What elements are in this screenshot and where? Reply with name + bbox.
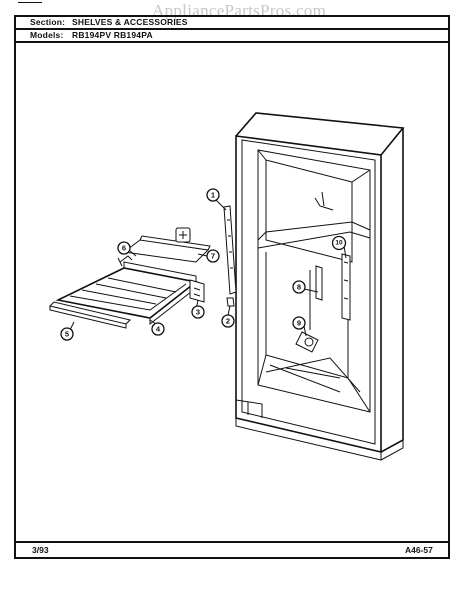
callout-3: 3 — [191, 305, 205, 319]
callout-10: 10 — [331, 235, 347, 251]
svg-text:10: 10 — [335, 240, 343, 247]
callout-5: 5 — [60, 327, 74, 341]
part-7-item — [175, 227, 191, 243]
footer-rule — [14, 541, 450, 543]
models-label: Models: — [30, 30, 64, 40]
svg-text:2: 2 — [226, 317, 230, 326]
callout-6: 6 — [117, 241, 131, 255]
callout-9: 9 — [292, 316, 306, 330]
section-label: Section: — [30, 17, 66, 27]
shelf-track-parts — [223, 205, 237, 307]
models-value: RB194PV RB194PA — [72, 30, 153, 40]
footer-date: 3/93 — [32, 545, 49, 555]
footer-page-code: A46-57 — [405, 545, 433, 555]
svg-text:8: 8 — [297, 283, 301, 292]
callout-7: 7 — [206, 249, 220, 263]
corner-mark — [18, 2, 42, 3]
page-frame — [14, 15, 450, 559]
header-rule-middle — [14, 28, 450, 30]
callout-2: 2 — [221, 314, 235, 328]
header-rule-bottom — [14, 41, 450, 43]
svg-text:4: 4 — [156, 325, 161, 334]
svg-text:1: 1 — [211, 191, 215, 200]
svg-text:3: 3 — [196, 308, 200, 317]
svg-text:5: 5 — [65, 330, 69, 339]
refrigerator-cabinet — [235, 112, 405, 461]
svg-text:9: 9 — [297, 319, 301, 328]
section-value: SHELVES & ACCESSORIES — [72, 17, 188, 27]
svg-text:6: 6 — [122, 244, 126, 253]
callout-4: 4 — [151, 322, 165, 336]
svg-text:7: 7 — [211, 252, 215, 261]
callout-8: 8 — [292, 280, 306, 294]
callout-1: 1 — [206, 188, 220, 202]
